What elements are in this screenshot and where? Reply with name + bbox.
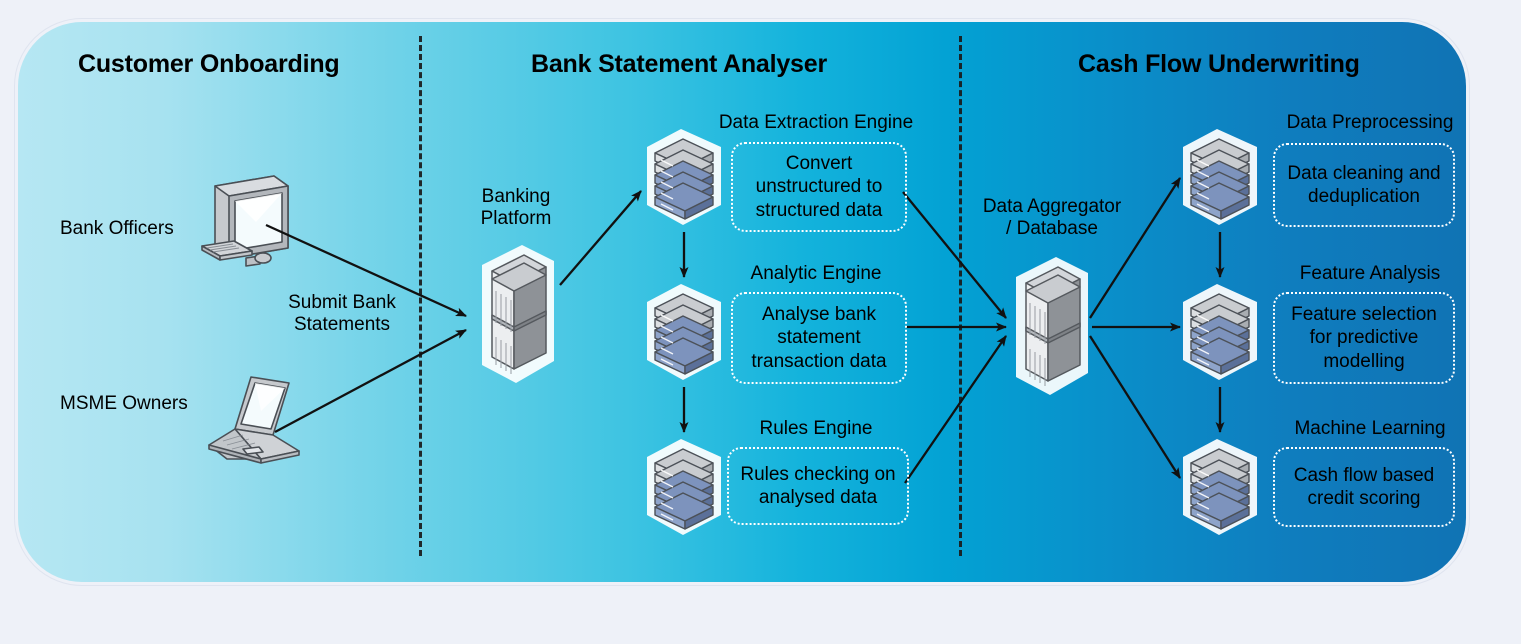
node-label-banking-platform: Banking Platform (480, 186, 552, 230)
node-label-data-preprocessing: Data Preprocessing (1286, 112, 1454, 133)
server-stack-icon-data-preprocessing (1177, 127, 1263, 232)
node-box-machine-learning: Cash flow based credit scoring (1273, 447, 1455, 527)
server-tower-icon-data-aggregator (1004, 255, 1096, 402)
server-stack-icon-rules-engine (641, 437, 727, 542)
column-title-cash-flow-underwriting: Cash Flow Underwriting (1078, 50, 1360, 78)
node-label-machine-learning: Machine Learning (1294, 418, 1446, 439)
column-title-customer-onboarding: Customer Onboarding (78, 50, 340, 78)
server-stack-icon-data-extraction-engine (641, 127, 727, 232)
server-tower-icon-banking-platform (470, 243, 562, 390)
node-box-rules-engine: Rules checking on analysed data (727, 447, 909, 525)
edge-label-submit-bank-statements: Submit Bank Statements (288, 292, 396, 336)
node-box-analytic-engine: Analyse bank statement transaction data (731, 292, 907, 384)
column-title-bank-statement-analyser: Bank Statement Analyser (531, 50, 827, 78)
actor-label-msme-owners: MSME Owners (60, 393, 188, 414)
node-label-feature-analysis: Feature Analysis (1299, 263, 1441, 284)
server-stack-icon-feature-analysis (1177, 282, 1263, 387)
desktop-computer-icon (196, 172, 304, 277)
node-box-feature-analysis: Feature selection for predictive modelli… (1273, 292, 1455, 384)
node-label-analytic-engine: Analytic Engine (750, 263, 882, 284)
node-box-data-extraction-engine: Convert unstructured to structured data (731, 142, 907, 232)
server-stack-icon-analytic-engine (641, 282, 727, 387)
actor-label-bank-officers: Bank Officers (60, 218, 174, 239)
divider-right (959, 36, 962, 556)
node-label-data-extraction-engine: Data Extraction Engine (718, 112, 914, 133)
node-box-data-preprocessing: Data cleaning and deduplication (1273, 143, 1455, 227)
node-label-data-aggregator-database: Data Aggregator / Database (982, 196, 1122, 240)
node-label-rules-engine: Rules Engine (759, 418, 873, 439)
server-stack-icon-machine-learning (1177, 437, 1263, 542)
laptop-computer-icon (203, 371, 313, 472)
